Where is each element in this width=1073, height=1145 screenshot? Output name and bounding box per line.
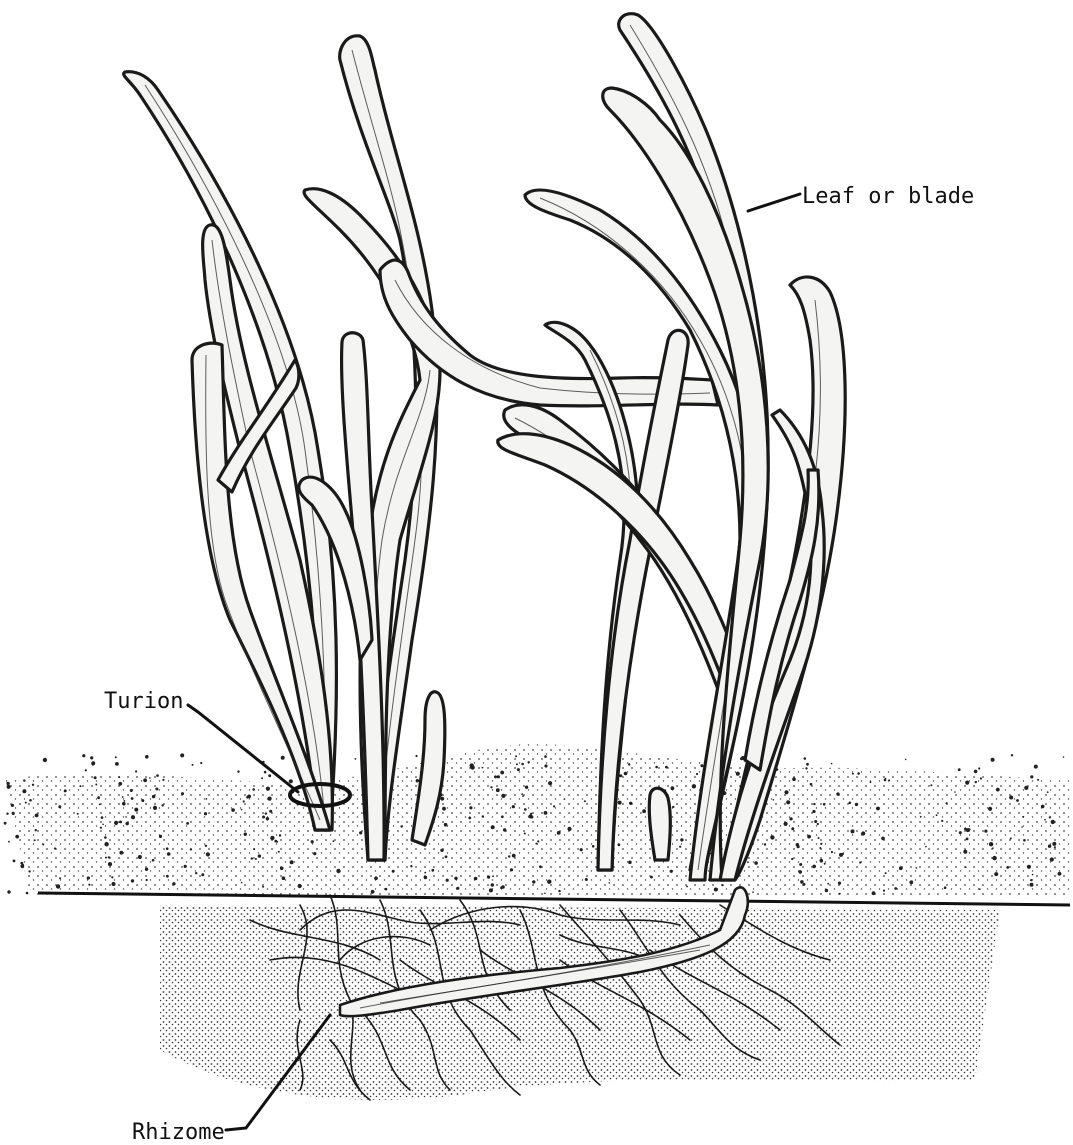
label-turion-text: Turion xyxy=(104,689,183,714)
leader-leaf xyxy=(748,194,800,211)
label-leaf: Leaf or blade xyxy=(748,184,974,211)
label-rhizome-text: Rhizome xyxy=(132,1120,225,1145)
subsurface-sediment xyxy=(160,905,1000,1100)
sediment-surface xyxy=(4,744,1070,895)
label-leaf-text: Leaf or blade xyxy=(802,184,974,209)
